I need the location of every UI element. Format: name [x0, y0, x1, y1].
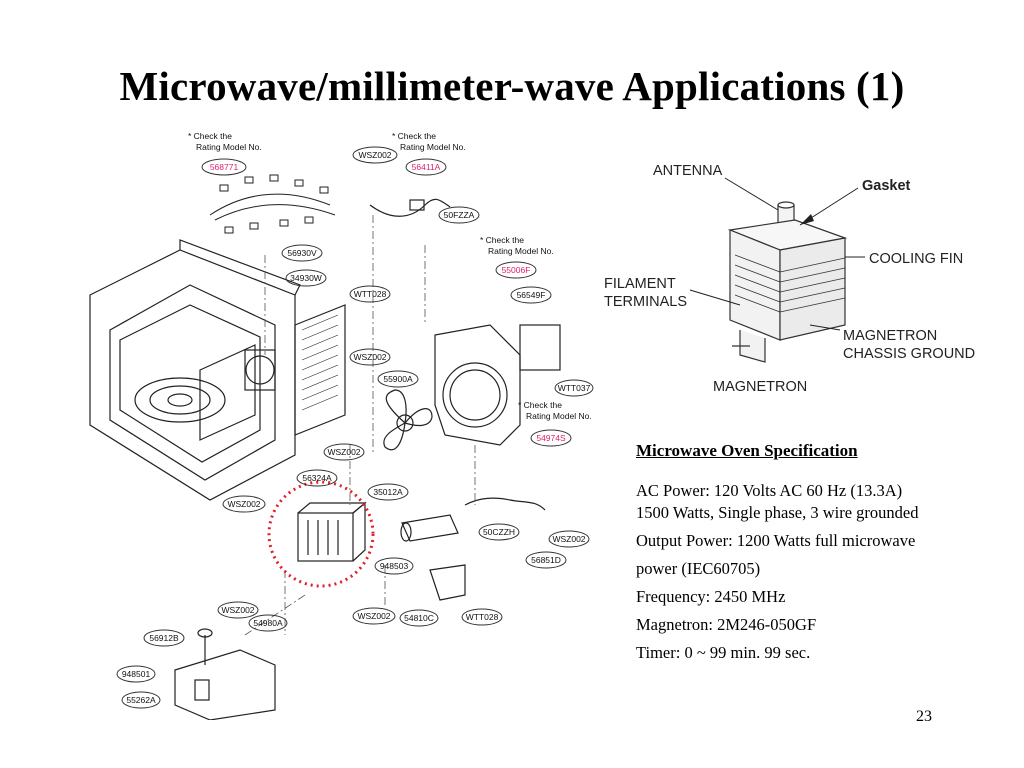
label-chassis-1: MAGNETRON	[843, 328, 937, 344]
part-wsz002-center: WSZ002	[323, 443, 365, 461]
part-wtt037: WTT037	[554, 379, 594, 397]
svg-text:54980A: 54980A	[253, 618, 283, 628]
svg-text:55006F: 55006F	[502, 265, 531, 275]
vent-panel	[294, 304, 346, 436]
cooling-fan	[383, 389, 433, 451]
part-55006f: 55006F	[495, 261, 537, 279]
label-gasket: Gasket	[862, 178, 911, 194]
svg-text:WSZ002: WSZ002	[327, 447, 360, 457]
magnetron-highlight-circle	[267, 480, 375, 588]
svg-text:WTT037: WTT037	[558, 383, 591, 393]
part-948501: 948501	[116, 665, 156, 683]
magnetron-body	[729, 229, 781, 341]
rating-note-3a: * Check the	[480, 235, 524, 245]
svg-text:50CZZH: 50CZZH	[483, 527, 515, 537]
part-50fzza: 50FZZA	[438, 206, 480, 224]
svg-text:56549F: 56549F	[517, 290, 546, 300]
part-wsz002-mid: WSZ002	[349, 348, 391, 366]
svg-text:WSZ002: WSZ002	[221, 605, 254, 615]
part-wtt028-top: WTT028	[349, 285, 391, 303]
svg-text:50FZZA: 50FZZA	[444, 210, 475, 220]
svg-text:56930V: 56930V	[287, 248, 317, 258]
capacitor-part	[400, 514, 459, 542]
spec-heading: Microwave Oven Specification	[636, 441, 858, 460]
part-568771: 568771	[201, 158, 247, 176]
rating-note-4b: Rating Model No.	[526, 411, 592, 421]
microwave-exploded-diagram: * Check the Rating Model No. * Check the…	[89, 131, 594, 720]
svg-text:56912B: 56912B	[149, 633, 179, 643]
part-56851d: 56851D	[525, 551, 567, 569]
page-number: 23	[916, 708, 932, 725]
svg-text:948503: 948503	[380, 561, 409, 571]
label-magnetron-caption: MAGNETRON	[713, 379, 807, 395]
part-wsz002-top: WSZ002	[352, 146, 398, 164]
svg-text:56851D: 56851D	[531, 555, 561, 565]
svg-text:WSZ002: WSZ002	[353, 352, 386, 362]
svg-text:56411A: 56411A	[412, 162, 441, 172]
bottom-unit	[174, 628, 276, 720]
spec-ac-power-2: 1500 Watts, Single phase, 3 wire grounde…	[636, 503, 919, 522]
svg-text:34930W: 34930W	[290, 273, 322, 283]
spec-magnetron: Magnetron: 2M246-050GF	[636, 615, 817, 634]
svg-text:WSZ002: WSZ002	[227, 499, 260, 509]
part-50czzh: 50CZZH	[478, 523, 520, 541]
part-35012a: 35012A	[367, 483, 409, 501]
spec-output-1: Output Power: 1200 Watts full microwave	[636, 531, 916, 550]
rating-note-1a: * Check the	[188, 131, 232, 141]
slide-title: Microwave/millimeter-wave Applications (…	[119, 63, 905, 109]
rating-note-2a: * Check the	[392, 131, 436, 141]
turntable	[134, 377, 226, 423]
part-56930v: 56930V	[281, 244, 323, 262]
part-55900a: 55900A	[377, 370, 419, 388]
svg-text:WSZ002: WSZ002	[552, 534, 585, 544]
part-wtt028-bottom: WTT028	[461, 608, 503, 626]
part-34930w: 34930W	[285, 269, 327, 287]
svg-text:54974S: 54974S	[536, 433, 566, 443]
fan-bracket	[434, 324, 521, 446]
magnetron-diagram: ANTENNA Gasket COOLING FIN FILAMENT TERM…	[604, 163, 975, 395]
part-56912b: 56912B	[143, 629, 185, 647]
label-chassis-2: CHASSIS GROUND	[843, 346, 975, 362]
part-55262a: 55262A	[121, 691, 161, 709]
spec-timer: Timer: 0 ~ 99 min. 99 sec.	[636, 643, 811, 662]
magnetron-part	[297, 501, 367, 562]
svg-text:WTT028: WTT028	[466, 612, 499, 622]
specification-block: Microwave Oven Specification AC Power: 1…	[636, 441, 996, 664]
rating-note-4a: * Check the	[518, 400, 562, 410]
label-cooling-fin: COOLING FIN	[869, 251, 963, 267]
rating-note-1b: Rating Model No.	[196, 142, 262, 152]
part-948503: 948503	[374, 557, 414, 575]
svg-text:568771: 568771	[210, 162, 239, 172]
part-56411a: 56411A	[405, 158, 447, 176]
svg-text:WSZ002: WSZ002	[357, 611, 390, 621]
svg-text:56324A: 56324A	[302, 473, 332, 483]
svg-text:WTT028: WTT028	[354, 289, 387, 299]
label-filament-2: TERMINALS	[604, 294, 687, 310]
part-wsz002-lower: WSZ002	[217, 601, 259, 619]
part-54980a: 54980A	[248, 614, 288, 632]
part-56549f: 56549F	[510, 286, 552, 304]
svg-text:WSZ002: WSZ002	[358, 150, 391, 160]
svg-text:55262A: 55262A	[126, 695, 156, 705]
spec-ac-power-1: AC Power: 120 Volts AC 60 Hz (13.3A)	[636, 481, 903, 500]
rating-note-3b: Rating Model No.	[488, 246, 554, 256]
part-54810c: 54810C	[399, 609, 439, 627]
spec-output-2: power (IEC60705)	[636, 559, 761, 578]
part-54974s: 54974S	[530, 429, 572, 447]
label-filament-1: FILAMENT	[604, 276, 676, 292]
label-antenna: ANTENNA	[653, 163, 723, 179]
part-56324a: 56324A	[296, 469, 338, 487]
oven-cabinet-outline	[89, 249, 296, 501]
svg-text:55900A: 55900A	[383, 374, 413, 384]
part-wsz002-left: WSZ002	[222, 495, 266, 513]
rating-note-2b: Rating Model No.	[400, 142, 466, 152]
svg-text:54810C: 54810C	[404, 613, 434, 623]
spec-frequency: Frequency: 2450 MHz	[636, 587, 786, 606]
part-wsz002-bottom: WSZ002	[352, 607, 396, 625]
part-wsz002-right: WSZ002	[548, 530, 590, 548]
svg-text:948501: 948501	[122, 669, 151, 679]
wire-harness	[209, 174, 336, 234]
svg-text:35012A: 35012A	[373, 487, 403, 497]
